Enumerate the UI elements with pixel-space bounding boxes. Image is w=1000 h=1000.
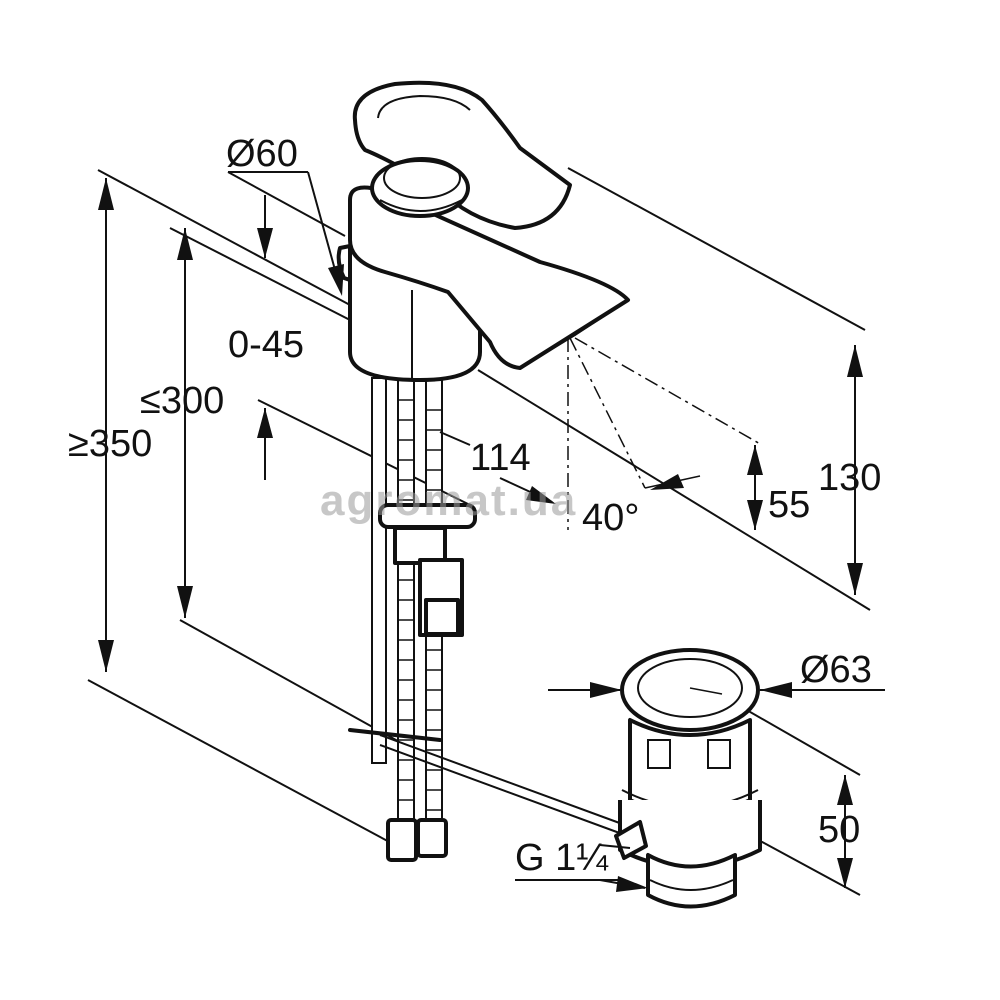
- extension-lines: [87, 167, 871, 896]
- label-dim-50: 50: [818, 809, 860, 851]
- label-dim-130: 130: [818, 457, 881, 499]
- label-dia-60: Ø60: [226, 133, 298, 175]
- faucet-body: [336, 80, 630, 382]
- label-range-0-45: 0-45: [228, 324, 304, 366]
- popup-waste: [614, 648, 762, 909]
- label-dim-55: 55: [768, 484, 810, 526]
- label-angle-40: 40°: [582, 497, 639, 539]
- label-le-300: ≤300: [140, 380, 224, 422]
- label-ge-350: ≥350: [68, 423, 152, 465]
- label-dim-114: 114: [470, 437, 531, 479]
- popup-rod: [348, 728, 626, 836]
- label-thread-g: G 1¼: [515, 837, 609, 879]
- label-dia-63: Ø63: [800, 649, 872, 691]
- watermark: agromat.ua: [320, 476, 577, 525]
- dimension-arrows: [98, 171, 885, 892]
- flexible-hoses: [371, 377, 477, 862]
